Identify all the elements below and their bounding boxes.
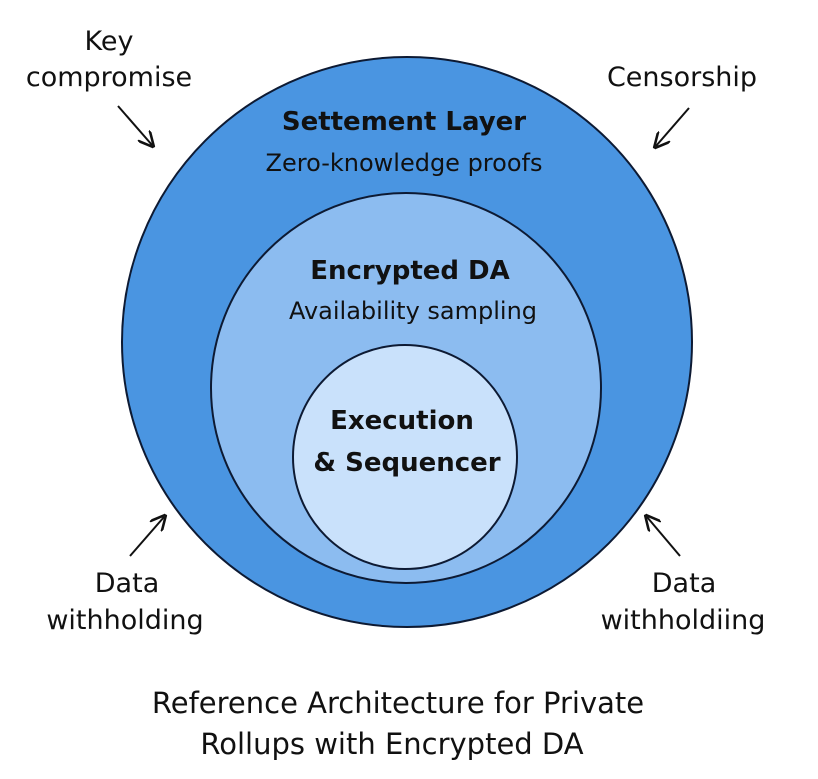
- threat-data-withholding-right-line2: withholdiing: [601, 605, 766, 636]
- arrow-data-withholding-right: [647, 517, 681, 557]
- threat-data-withholding-right-line1: Data: [652, 568, 716, 599]
- threat-key-compromise-line2: compromise: [26, 62, 192, 93]
- threat-censorship: Censorship: [607, 62, 757, 93]
- arrow-data-withholding-left: [129, 517, 164, 557]
- caption-line2: Rollups with Encrypted DA: [200, 727, 583, 761]
- execution-title: Execution: [330, 406, 474, 436]
- threat-data-withholding-left-line1: Data: [95, 568, 159, 599]
- sequencer-title: & Sequencer: [313, 448, 500, 478]
- threat-data-withholding-left-line2: withholding: [46, 605, 203, 636]
- arrow-key-compromise: [117, 105, 152, 145]
- encrypted-da-title: Encrypted DA: [310, 256, 510, 286]
- arrow-censorship: [656, 107, 690, 146]
- settlement-layer-subtitle: Zero-knowledge proofs: [266, 149, 543, 177]
- execution-sequencer-circle: [292, 344, 518, 570]
- encrypted-da-subtitle: Availability sampling: [289, 297, 537, 325]
- settlement-layer-title: Settement Layer: [282, 107, 526, 137]
- caption-line1: Reference Architecture for Private: [152, 686, 644, 720]
- threat-key-compromise-line1: Key: [85, 26, 134, 57]
